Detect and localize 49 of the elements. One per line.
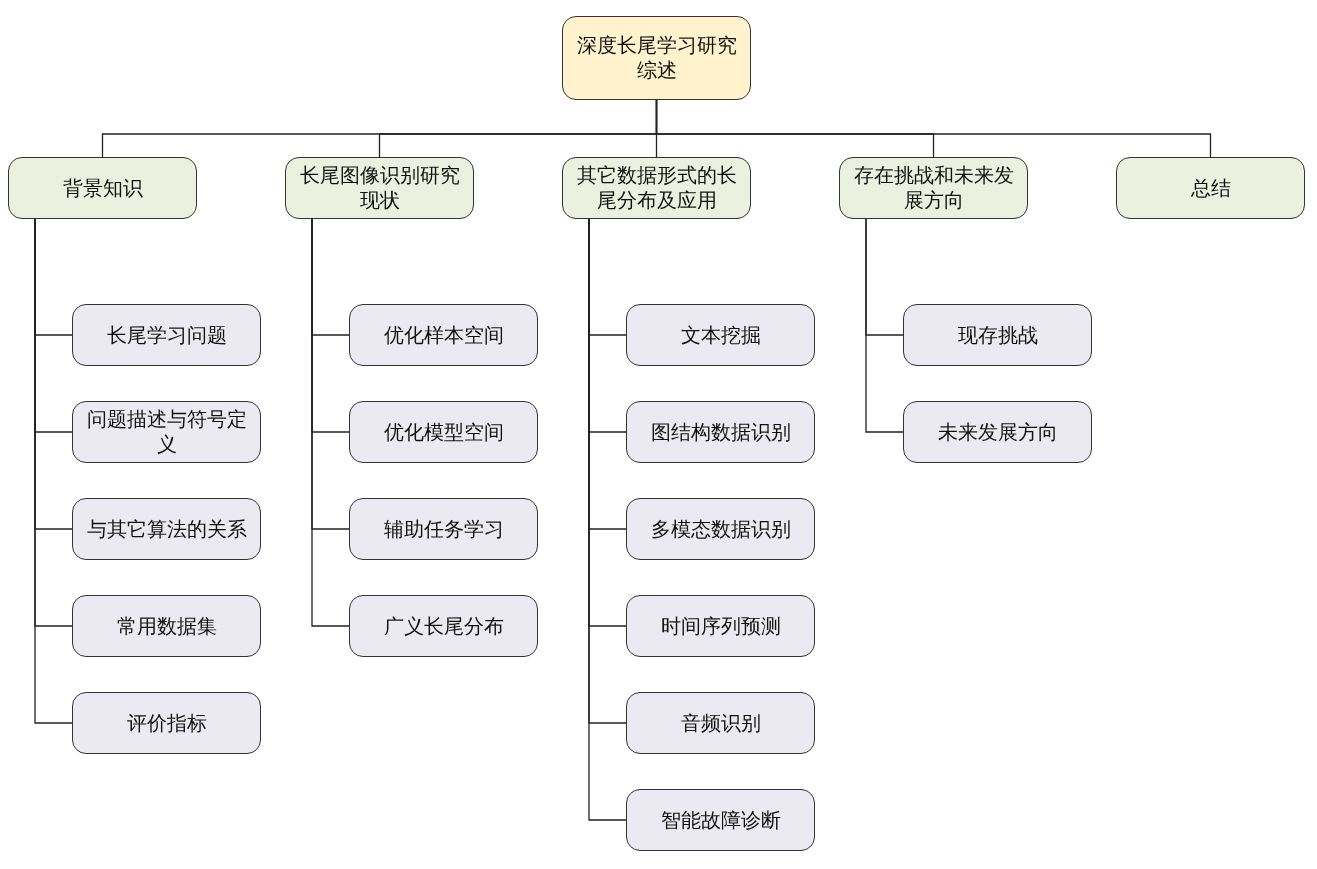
topic-box: [349, 304, 538, 366]
section-box: [285, 157, 474, 219]
node-label: 智能故障诊断: [659, 807, 782, 833]
topic-box: [349, 498, 538, 560]
node-label: 文本挖掘: [679, 322, 762, 348]
node-label: 深度长尾学习研究综述: [575, 33, 738, 83]
node-label: 优化样本空间: [382, 322, 505, 348]
topic-box: [349, 595, 538, 657]
node-label: 未来发展方向: [936, 419, 1059, 445]
node-label: 长尾图像识别研究现状: [298, 163, 461, 213]
topic-box: [72, 304, 261, 366]
topic-box: [72, 692, 261, 754]
node-label: 问题描述与符号定义: [85, 407, 248, 457]
topic-box: [626, 498, 815, 560]
topic-box: [903, 304, 1092, 366]
node-label: 多模态数据识别: [649, 516, 792, 542]
node-label: 总结: [1189, 175, 1232, 201]
node-label: 常用数据集: [115, 613, 218, 639]
node-label: 背景知识: [61, 175, 144, 201]
section-box: [8, 157, 197, 219]
node-label: 广义长尾分布: [382, 613, 505, 639]
node-label: 现存挑战: [956, 322, 1039, 348]
node-label: 其它数据形式的长尾分布及应用: [575, 163, 738, 213]
connector-line: [865, 218, 904, 433]
topic-box: [626, 304, 815, 366]
connector-line: [655, 99, 1212, 158]
topic-box: [903, 401, 1092, 463]
node-label: 优化模型空间: [382, 419, 505, 445]
topic-box: [72, 498, 261, 560]
topic-box: [626, 595, 815, 657]
node-label: 长尾学习问题: [105, 322, 228, 348]
node-label: 音频识别: [679, 710, 762, 736]
section-box: [839, 157, 1028, 219]
node-label: 辅助任务学习: [382, 516, 505, 542]
topic-box: [626, 692, 815, 754]
node-label: 评价指标: [125, 710, 208, 736]
topic-box: [349, 401, 538, 463]
connector-line: [311, 218, 350, 627]
section-box: [1116, 157, 1305, 219]
topic-box: [72, 401, 261, 463]
node-label: 时间序列预测: [659, 613, 782, 639]
topic-box: [72, 595, 261, 657]
node-label: 与其它算法的关系: [85, 516, 248, 542]
section-box: [562, 157, 751, 219]
topic-box: [626, 789, 815, 851]
node-label: 图结构数据识别: [649, 419, 792, 445]
node-label: 存在挑战和未来发展方向: [852, 163, 1015, 213]
topic-box: [626, 401, 815, 463]
root-box: [562, 16, 751, 100]
